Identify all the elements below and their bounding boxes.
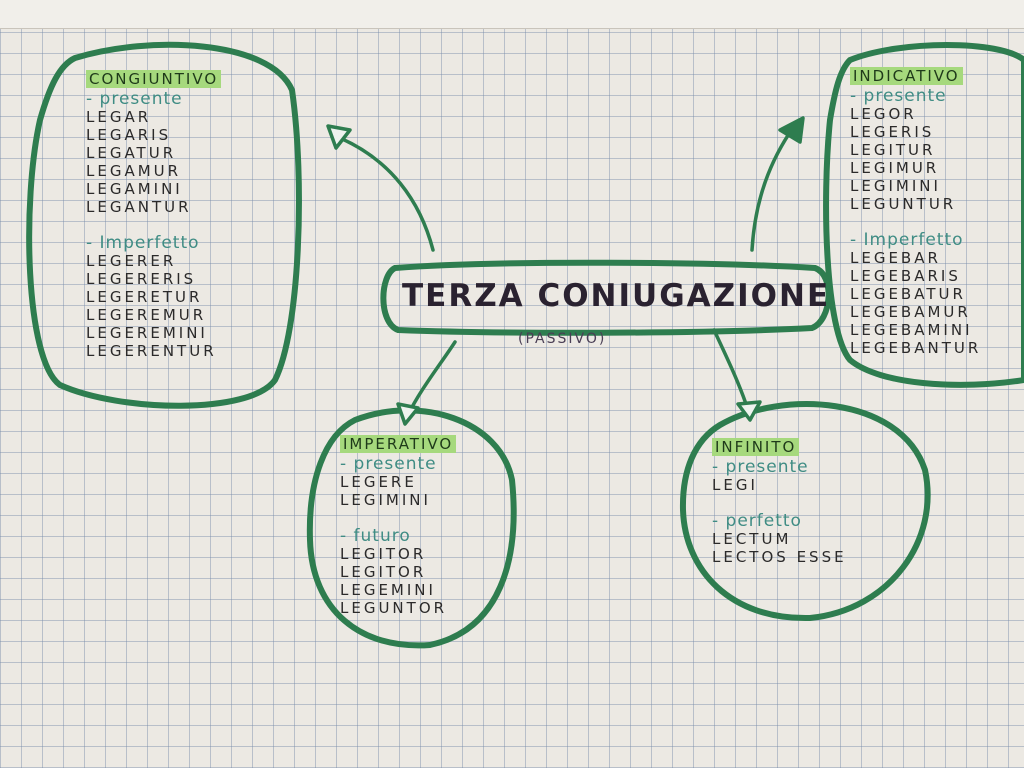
congiuntivo-outline (26, 41, 302, 409)
verb-form: LECTUM (712, 530, 792, 548)
imperativo-block: IMPERATIVO - presente LEGERE LEGIMINI - … (340, 435, 457, 617)
verb-form: LEGEBARIS (850, 267, 961, 285)
presente-label: - presente (340, 454, 437, 474)
indicativo-outline (823, 42, 1024, 388)
futuro-label: - futuro (340, 526, 411, 546)
previous-page-edge (0, 0, 1024, 29)
verb-form: LEGEREMINI (86, 324, 208, 342)
infinito-block: INFINITO - presente LEGI - perfetto LECT… (712, 438, 847, 566)
congiuntivo-heading: CONGIUNTIVO (86, 70, 222, 88)
map-subtitle: (PASSIVO) (518, 331, 607, 347)
verb-form: LECTOS ESSE (712, 548, 847, 566)
verb-form: LEGERERIS (86, 270, 197, 288)
arrowhead-indicativo (778, 116, 805, 144)
verb-form: LEGIMUR (850, 159, 940, 177)
verb-form: LEGEBANTUR (850, 339, 982, 357)
verb-form: LEGERIS (850, 123, 935, 141)
verb-form: LEGITOR (340, 563, 427, 581)
verb-form: LEGARIS (86, 126, 172, 144)
verb-form: LEGAMINI (86, 180, 183, 198)
indicativo-block: INDICATIVO - presente LEGOR LEGERIS LEGI… (850, 67, 981, 357)
verb-form: LEGEBAMINI (850, 321, 973, 339)
verb-form: LEGATUR (86, 144, 177, 162)
arrow-to-imperativo (406, 340, 457, 417)
congiuntivo-block: CONGIUNTIVO - presente LEGAR LEGARIS LEG… (86, 70, 222, 360)
verb-form: LEGEBAR (850, 249, 941, 267)
presente-label: - presente (712, 457, 809, 477)
verb-form: LEGOR (850, 105, 917, 123)
presente-label: - presente (850, 86, 947, 106)
arrowhead-infinito (736, 400, 762, 422)
imperfetto-label: - Imperfetto (86, 233, 200, 253)
verb-form: LEGEBATUR (850, 285, 966, 303)
verb-form: LEGEREMUR (86, 306, 207, 324)
verb-form: LEGITUR (850, 141, 936, 159)
arrow-to-infinito (712, 328, 750, 412)
verb-form: LEGERER (86, 252, 177, 270)
verb-form: LEGANTUR (86, 198, 192, 216)
imperfetto-label: - Imperfetto (850, 230, 964, 250)
verb-form: LEGEMINI (340, 581, 436, 599)
arrow-to-indicativo (750, 123, 797, 252)
imperativo-outline (306, 407, 517, 649)
verb-form: LEGERE (340, 473, 417, 491)
verb-form: LEGAR (86, 108, 152, 126)
verb-form: LEGEBAMUR (850, 303, 971, 321)
perfetto-label: - perfetto (712, 511, 802, 531)
imperativo-heading: IMPERATIVO (340, 435, 457, 453)
infinito-heading: INFINITO (712, 438, 800, 456)
verb-form: LEGAMUR (86, 162, 182, 180)
arrowhead-imperativo (396, 402, 420, 426)
arrow-to-congiuntivo (338, 136, 435, 252)
indicativo-heading: INDICATIVO (850, 67, 963, 85)
presente-label: - presente (86, 89, 183, 109)
verb-form: LEGUNTUR (850, 195, 957, 213)
arrowhead-congiuntivo (326, 124, 352, 150)
verb-form: LEGUNTOR (340, 599, 448, 617)
infinito-outline (679, 401, 931, 622)
verb-form: LEGITOR (340, 545, 427, 563)
verb-form: LEGIMINI (340, 491, 431, 509)
title-outline (380, 259, 832, 336)
map-title: TERZA CONIUGAZIONE (402, 278, 831, 314)
verb-form: LEGI (712, 476, 758, 494)
verb-form: LEGIMINI (850, 177, 941, 195)
verb-form: LEGERENTUR (86, 342, 217, 360)
verb-form: LEGERETUR (86, 288, 203, 306)
